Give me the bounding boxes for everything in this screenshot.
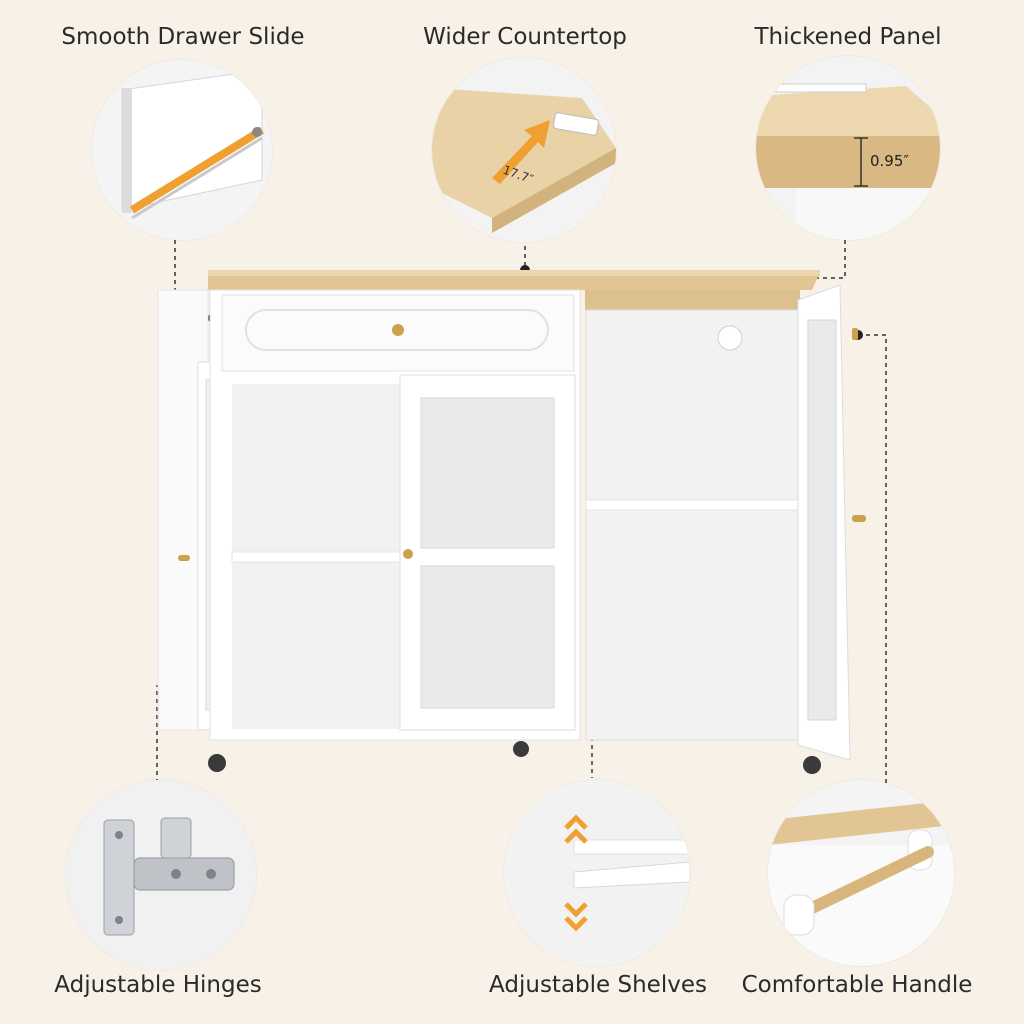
power-strip-icon	[775, 83, 867, 93]
towel-bar-icon	[802, 846, 934, 916]
circle-countertop: 17.7″	[432, 58, 616, 242]
label-adjustable-hinges: Adjustable Hinges	[54, 972, 262, 998]
right-compartment	[585, 309, 799, 741]
casters	[208, 741, 821, 774]
circle-handle	[768, 780, 954, 966]
left-door-knob	[178, 555, 190, 561]
arrow-icon	[492, 120, 550, 184]
panel-dimension: 0.95″	[870, 152, 909, 170]
up-arrows-icon	[564, 814, 588, 844]
countertop	[208, 270, 820, 310]
leader-drawer	[174, 240, 213, 319]
label-adjustable-shelves: Adjustable Shelves	[489, 972, 707, 998]
power-outlet-icon	[552, 112, 600, 136]
label-smooth-drawer-slide: Smooth Drawer Slide	[61, 24, 305, 50]
drawer	[221, 294, 575, 372]
circle-thickened-panel: 0.95″	[756, 56, 940, 240]
circle-drawer-slide	[92, 60, 272, 240]
circle-shelves	[504, 780, 690, 966]
slide-rail-highlight	[129, 126, 265, 214]
label-comfortable-handle: Comfortable Handle	[741, 972, 973, 998]
down-arrows-icon	[564, 902, 588, 932]
middle-door-knob	[403, 549, 413, 559]
leader-handle	[858, 334, 887, 790]
hinge-arm-icon	[133, 857, 235, 891]
label-wider-countertop: Wider Countertop	[423, 24, 627, 50]
middle-glass-door	[399, 374, 576, 731]
right-open-door	[797, 284, 866, 761]
circle-hinges	[66, 780, 256, 970]
label-thickened-panel: Thickened Panel	[754, 24, 942, 50]
shelf-board	[573, 861, 690, 889]
drawer-knob	[392, 324, 404, 336]
